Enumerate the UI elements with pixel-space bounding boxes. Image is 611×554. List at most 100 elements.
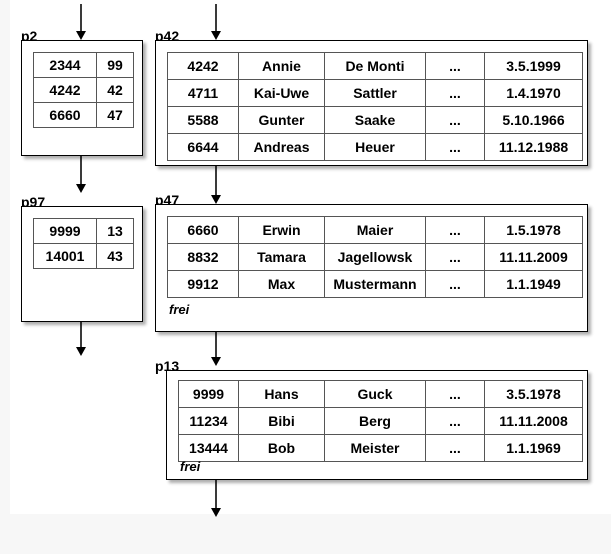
table-row[interactable]: 4242 Annie De Monti ... 3.5.1999 bbox=[167, 52, 583, 80]
cell-id: 5588 bbox=[167, 106, 239, 134]
cell-more: ... bbox=[425, 79, 485, 107]
arrow-shaft bbox=[215, 4, 217, 31]
table-row[interactable]: 5588 Gunter Saake ... 5.10.1966 bbox=[167, 106, 583, 134]
table-row[interactable]: 11234 Bibi Berg ... 11.11.2008 bbox=[178, 407, 583, 435]
cell-more: ... bbox=[425, 52, 485, 80]
cell-key: 2344 bbox=[33, 52, 97, 78]
table-row[interactable]: 14001 43 bbox=[33, 243, 134, 269]
cell-id: 4711 bbox=[167, 79, 239, 107]
cell-more: ... bbox=[425, 407, 485, 435]
cell-pointer: 13 bbox=[96, 218, 134, 244]
cell-firstname: Gunter bbox=[238, 106, 325, 134]
arrow-shaft bbox=[80, 155, 82, 184]
cell-id: 9999 bbox=[178, 380, 239, 408]
cell-date: 11.12.1988 bbox=[484, 133, 583, 161]
cell-firstname: Max bbox=[238, 270, 325, 298]
arrow-head bbox=[76, 347, 86, 356]
cell-pointer: 99 bbox=[96, 52, 134, 78]
block-p13[interactable]: 9999 Hans Guck ... 3.5.1978 11234 Bibi B… bbox=[166, 370, 588, 480]
cell-firstname: Bibi bbox=[238, 407, 325, 435]
cell-more: ... bbox=[425, 216, 485, 244]
cell-id: 11234 bbox=[178, 407, 239, 435]
cell-date: 11.11.2008 bbox=[484, 407, 583, 435]
cell-key: 6660 bbox=[33, 102, 97, 128]
arrow-shaft bbox=[80, 322, 82, 347]
cell-key: 4242 bbox=[33, 77, 97, 103]
cell-lastname: Saake bbox=[324, 106, 426, 134]
table-row[interactable]: 9999 Hans Guck ... 3.5.1978 bbox=[178, 380, 583, 408]
cell-more: ... bbox=[425, 434, 485, 462]
cell-date: 3.5.1999 bbox=[484, 52, 583, 80]
table-row[interactable]: 4711 Kai-Uwe Sattler ... 1.4.1970 bbox=[167, 79, 583, 107]
cell-firstname: Annie bbox=[238, 52, 325, 80]
cell-more: ... bbox=[425, 380, 485, 408]
table-p2: 2344 99 4242 42 6660 47 bbox=[33, 52, 134, 128]
cell-date: 1.1.1949 bbox=[484, 270, 583, 298]
cell-key: 9999 bbox=[33, 218, 97, 244]
arrow-head bbox=[211, 195, 221, 204]
cell-id: 6644 bbox=[167, 133, 239, 161]
block-p47[interactable]: 6660 Erwin Maier ... 1.5.1978 8832 Tamar… bbox=[155, 204, 588, 332]
cell-lastname: Jagellowsk bbox=[324, 243, 426, 271]
cell-id: 13444 bbox=[178, 434, 239, 462]
cell-date: 11.11.2009 bbox=[484, 243, 583, 271]
cell-more: ... bbox=[425, 133, 485, 161]
cell-firstname: Kai-Uwe bbox=[238, 79, 325, 107]
cell-lastname: De Monti bbox=[324, 52, 426, 80]
arrow-shaft bbox=[80, 4, 82, 31]
cell-more: ... bbox=[425, 270, 485, 298]
table-p47: 6660 Erwin Maier ... 1.5.1978 8832 Tamar… bbox=[167, 216, 583, 298]
block-p42[interactable]: 4242 Annie De Monti ... 3.5.1999 4711 Ka… bbox=[155, 40, 588, 166]
table-row[interactable]: 8832 Tamara Jagellowsk ... 11.11.2009 bbox=[167, 243, 583, 271]
arrow-head bbox=[211, 508, 221, 517]
cell-lastname: Mustermann bbox=[324, 270, 426, 298]
arrow-head bbox=[211, 31, 221, 40]
cell-date: 1.4.1970 bbox=[484, 79, 583, 107]
cell-key: 14001 bbox=[33, 243, 97, 269]
cell-pointer: 43 bbox=[96, 243, 134, 269]
cell-firstname: Erwin bbox=[238, 216, 325, 244]
cell-lastname: Heuer bbox=[324, 133, 426, 161]
arrow-shaft bbox=[215, 332, 217, 357]
arrow-head bbox=[211, 357, 221, 366]
cell-lastname: Berg bbox=[324, 407, 426, 435]
table-row[interactable]: 9912 Max Mustermann ... 1.1.1949 bbox=[167, 270, 583, 298]
free-space-label: frei bbox=[180, 459, 201, 474]
cell-date: 1.5.1978 bbox=[484, 216, 583, 244]
table-row[interactable]: 2344 99 bbox=[33, 52, 134, 78]
cell-date: 3.5.1978 bbox=[484, 380, 583, 408]
table-row[interactable]: 4242 42 bbox=[33, 77, 134, 103]
cell-pointer: 47 bbox=[96, 102, 134, 128]
table-p97: 9999 13 14001 43 bbox=[33, 218, 134, 269]
cell-more: ... bbox=[425, 243, 485, 271]
table-row[interactable]: 13444 Bob Meister ... 1.1.1969 bbox=[178, 434, 583, 462]
cell-firstname: Andreas bbox=[238, 133, 325, 161]
arrow-head bbox=[76, 31, 86, 40]
cell-date: 5.10.1966 bbox=[484, 106, 583, 134]
cell-date: 1.1.1969 bbox=[484, 434, 583, 462]
cell-lastname: Sattler bbox=[324, 79, 426, 107]
cell-lastname: Meister bbox=[324, 434, 426, 462]
cell-id: 6660 bbox=[167, 216, 239, 244]
table-p42: 4242 Annie De Monti ... 3.5.1999 4711 Ka… bbox=[167, 52, 583, 161]
cell-firstname: Bob bbox=[238, 434, 325, 462]
table-row[interactable]: 6660 Erwin Maier ... 1.5.1978 bbox=[167, 216, 583, 244]
cell-firstname: Tamara bbox=[238, 243, 325, 271]
arrow-shaft bbox=[215, 165, 217, 195]
cell-lastname: Maier bbox=[324, 216, 426, 244]
block-p97[interactable]: 9999 13 14001 43 bbox=[21, 206, 143, 322]
table-p13: 9999 Hans Guck ... 3.5.1978 11234 Bibi B… bbox=[178, 380, 583, 462]
cell-firstname: Hans bbox=[238, 380, 325, 408]
table-row[interactable]: 6644 Andreas Heuer ... 11.12.1988 bbox=[167, 133, 583, 161]
cell-more: ... bbox=[425, 106, 485, 134]
arrow-head bbox=[76, 184, 86, 193]
block-p2[interactable]: 2344 99 4242 42 6660 47 bbox=[21, 40, 143, 156]
cell-id: 4242 bbox=[167, 52, 239, 80]
table-row[interactable]: 6660 47 bbox=[33, 102, 134, 128]
table-row[interactable]: 9999 13 bbox=[33, 218, 134, 244]
cell-id: 8832 bbox=[167, 243, 239, 271]
cell-lastname: Guck bbox=[324, 380, 426, 408]
arrow-shaft bbox=[215, 479, 217, 508]
cell-id: 9912 bbox=[167, 270, 239, 298]
